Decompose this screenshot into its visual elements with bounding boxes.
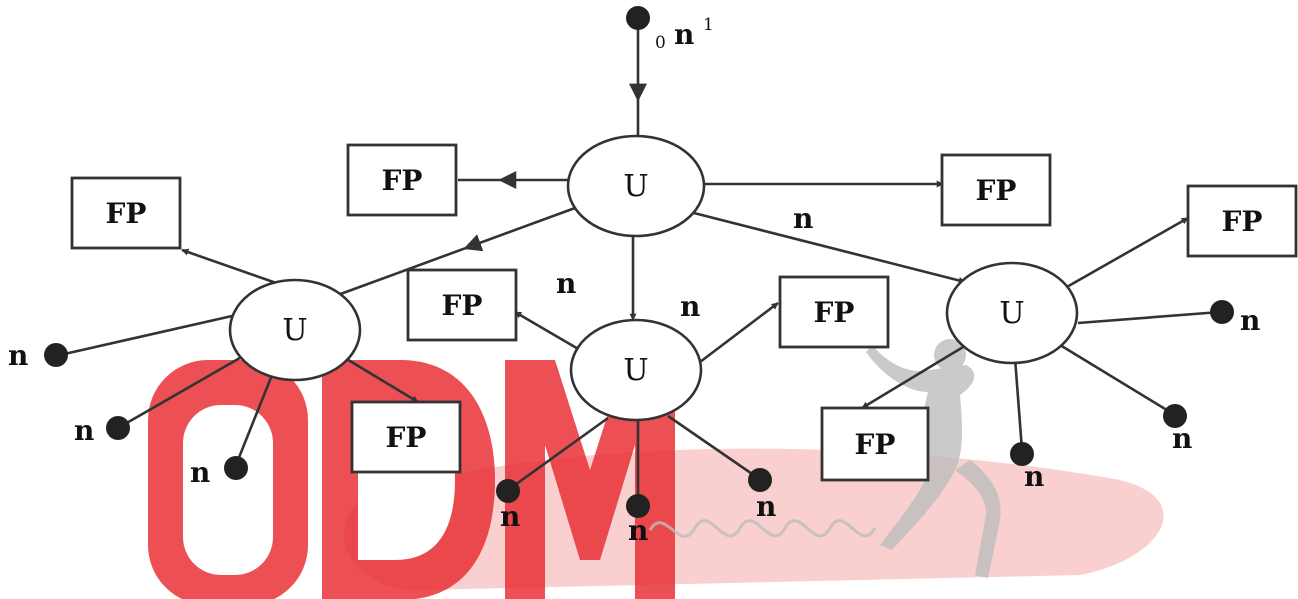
fp-box-lower-right: FP	[820, 406, 930, 482]
terminal-dot	[106, 416, 130, 440]
node-label: U	[623, 169, 648, 204]
edge-u1-fp	[181, 248, 283, 287]
node-ellipse	[566, 134, 706, 238]
edge-u3-fp2	[861, 336, 979, 410]
node-label: U	[999, 296, 1024, 331]
input-dot	[626, 6, 650, 30]
edge-u0-u1	[334, 206, 576, 298]
terminal-dot	[748, 468, 772, 492]
node-u-right: U	[945, 261, 1079, 365]
fp-box-border	[940, 153, 1052, 227]
terminal-label-n: n	[1024, 460, 1044, 493]
edge-u1-n1	[59, 314, 233, 357]
edge-u3-n2	[1059, 343, 1176, 417]
node-label: U	[282, 313, 307, 348]
edge-label-n: n	[680, 290, 700, 323]
input-label: n	[674, 18, 694, 51]
node-u-center: U	[569, 318, 703, 422]
fp-box-left: FP	[70, 176, 182, 250]
fp-box-border	[820, 406, 930, 482]
edge-label-n: n	[556, 267, 576, 300]
fp-box-border	[346, 143, 458, 217]
terminal-dot	[1163, 404, 1187, 428]
terminal-label-n: n	[1172, 422, 1192, 455]
fp-box-label: FP	[855, 428, 896, 461]
fp-box-border	[406, 268, 518, 342]
node-ellipse	[569, 318, 703, 422]
shapes: FP FP FP FP FP FP FP FP U U U U	[70, 134, 1298, 482]
node-label: U	[623, 353, 648, 388]
fp-box-border	[70, 176, 182, 250]
terminal-label-n: n	[8, 339, 28, 372]
edge-u1-n2	[117, 353, 246, 430]
terminal-dot	[496, 479, 520, 503]
node-u-left: U	[228, 278, 362, 382]
edge-u1-n3	[234, 374, 274, 466]
edge-u3-n3	[1013, 357, 1024, 451]
input-label-superscript: 1	[703, 15, 714, 35]
edge-u3-fp	[1064, 216, 1189, 290]
node-ellipse	[228, 278, 362, 382]
fp-box-label: FP	[1222, 205, 1263, 238]
edges	[59, 18, 1221, 505]
watermark-swoosh	[343, 448, 1164, 591]
terminal-dot	[44, 343, 68, 367]
edge-u2-fp	[514, 310, 581, 352]
edge-u0-u3	[689, 210, 966, 284]
fp-box-border	[778, 275, 890, 349]
node-ellipse	[945, 261, 1079, 365]
terminal-label-n: n	[190, 456, 210, 489]
fp-box-label: FP	[106, 197, 147, 230]
fp-box-border	[1186, 184, 1298, 258]
edge-u1-fp2	[344, 356, 419, 404]
edge-u2-fp2	[699, 301, 779, 364]
fp-box-border	[350, 400, 462, 474]
terminal-label-n: n	[756, 490, 776, 523]
terminal-dot	[1210, 300, 1234, 324]
fp-box-top-left: FP	[346, 143, 458, 217]
fp-box-label: FP	[814, 296, 855, 329]
edge-u3-n1	[1077, 310, 1221, 325]
fp-box-label: FP	[382, 164, 423, 197]
node-u-central: U	[566, 134, 706, 238]
terminal-label-n: n	[74, 414, 94, 447]
terminal-dot	[626, 494, 650, 518]
terminal-label-n: n	[1240, 304, 1260, 337]
fp-box-center-left: FP	[406, 268, 518, 342]
watermark-squiggle	[648, 519, 877, 538]
terminal-label-n: n	[500, 500, 520, 533]
fp-box-lower-left: FP	[350, 400, 462, 474]
labels: n n n n n n n n n n n n	[8, 202, 1260, 547]
edge-u2-n3	[667, 414, 759, 480]
fp-box-center-right: FP	[778, 275, 890, 349]
fp-box-label: FP	[442, 289, 483, 322]
terminal-dots	[44, 6, 1234, 518]
edge-label-n: n	[793, 202, 813, 235]
fp-box-label: FP	[976, 174, 1017, 207]
terminal-label-n: n	[628, 514, 648, 547]
watermark-letter-o-hole	[183, 405, 273, 575]
terminal-dot	[224, 456, 248, 480]
fp-box-right: FP	[1186, 184, 1298, 258]
terminal-dot	[1010, 442, 1034, 466]
fp-box-label: FP	[386, 421, 427, 454]
input-label-subscript: 0	[655, 33, 666, 53]
edge-u2-n1	[507, 416, 609, 492]
fp-box-top-right: FP	[940, 153, 1052, 227]
